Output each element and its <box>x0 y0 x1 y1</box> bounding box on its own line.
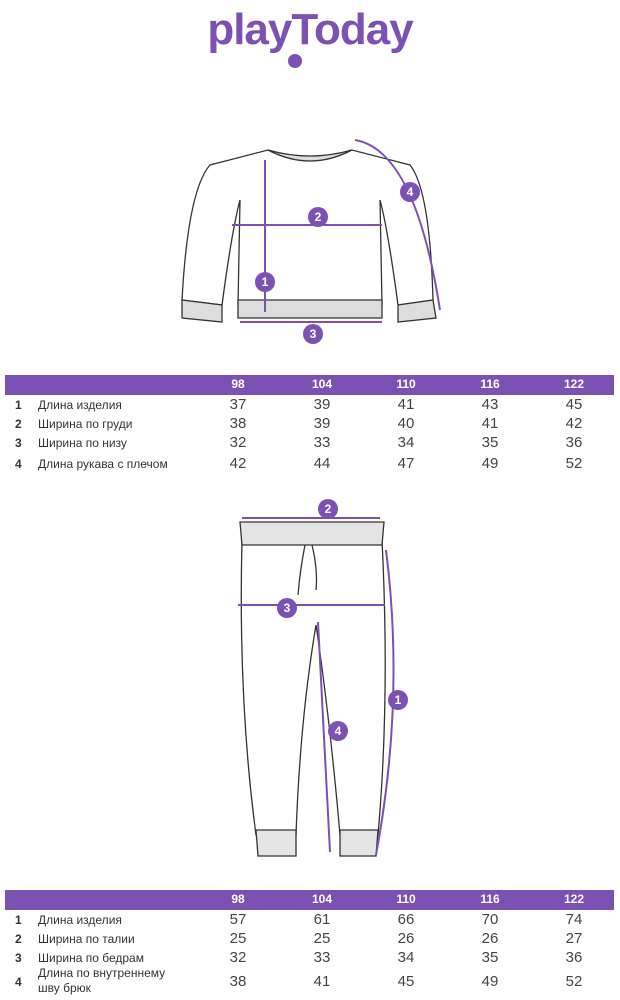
marker-3: 3 <box>310 327 317 341</box>
table-header: 98 104 110 116 122 <box>5 890 614 910</box>
sweatshirt-diagram: 1 2 3 4 <box>181 139 441 344</box>
row-label: Ширина по бедрам <box>38 951 144 965</box>
row-value: 41 <box>481 415 499 432</box>
row-value: 41 <box>397 396 415 413</box>
top-size-table: 98 104 110 116 122 1 Длина изделия 37 39 41 4… <box>5 375 614 476</box>
row-label: Длина изделия <box>38 398 122 412</box>
size-col: 116 <box>480 377 500 391</box>
logo-dot <box>288 54 302 68</box>
row-value: 39 <box>313 415 331 432</box>
logo-text: playToday <box>207 5 413 54</box>
row-value: 43 <box>481 396 499 413</box>
row-value: 38 <box>229 415 247 432</box>
pants-diagram: 1 2 3 4 <box>238 499 408 857</box>
row-value: 45 <box>397 973 415 990</box>
row-label: Длина по внутреннему шву брюк <box>38 966 166 995</box>
row-value: 36 <box>565 949 583 966</box>
row-value: 40 <box>397 415 415 432</box>
table-row: 4 Длина рукава с плечом 42 44 47 49 52 <box>5 454 614 476</box>
row-index: 3 <box>15 951 22 965</box>
row-value: 44 <box>313 455 331 472</box>
row-value: 35 <box>481 949 499 966</box>
row-label: Длина рукава с плечом <box>38 457 168 471</box>
row-value: 27 <box>565 930 583 947</box>
row-value: 36 <box>565 434 583 451</box>
row-value: 26 <box>397 930 415 947</box>
row-value: 47 <box>397 455 415 472</box>
marker-2: 2 <box>325 502 332 516</box>
row-index: 3 <box>15 436 22 450</box>
row-value: 66 <box>397 911 415 928</box>
marker-4: 4 <box>335 724 342 738</box>
size-col: 104 <box>311 377 333 391</box>
table-row: 2 Ширина по талии 25 25 26 26 27 <box>5 929 614 948</box>
row-value: 52 <box>565 973 583 990</box>
size-col: 110 <box>396 892 416 906</box>
row-value: 49 <box>481 455 499 472</box>
table-row: 1 Длина изделия 57 61 66 70 74 <box>5 910 614 929</box>
row-value: 42 <box>565 415 583 432</box>
size-col: 110 <box>396 377 416 391</box>
table-row: 3 Ширина по бедрам 32 33 34 35 36 <box>5 948 614 967</box>
row-value: 52 <box>565 455 583 472</box>
row-value: 34 <box>397 949 415 966</box>
row-index: 4 <box>15 457 22 471</box>
row-value: 42 <box>229 455 247 472</box>
row-value: 70 <box>481 911 499 928</box>
size-col: 104 <box>311 892 333 906</box>
row-value: 34 <box>397 434 415 451</box>
row-index: 1 <box>15 913 22 927</box>
row-index: 4 <box>15 975 22 989</box>
row-value: 74 <box>565 911 583 928</box>
row-index: 1 <box>15 398 22 412</box>
row-label: Ширина по талии <box>38 932 135 946</box>
marker-2: 2 <box>315 210 322 224</box>
marker-1: 1 <box>395 693 402 707</box>
row-value: 33 <box>313 434 331 451</box>
row-value: 32 <box>229 949 247 966</box>
row-label: Ширина по низу <box>38 436 127 450</box>
row-value: 41 <box>313 973 331 990</box>
row-index: 2 <box>15 932 22 946</box>
row-index: 2 <box>15 417 22 431</box>
size-col: 122 <box>563 377 585 391</box>
row-value: 45 <box>565 396 583 413</box>
row-value: 35 <box>481 434 499 451</box>
row-value: 25 <box>229 930 247 947</box>
marker-4: 4 <box>407 185 414 199</box>
row-value: 61 <box>313 911 331 928</box>
bottom-size-table: 98 104 110 116 122 1 Длина изделия 57 61 66 7… <box>5 890 614 999</box>
table-row: 1 Длина изделия 37 39 41 43 45 <box>5 395 614 414</box>
marker-3: 3 <box>284 601 291 615</box>
row-value: 25 <box>313 930 331 947</box>
brand-logo: playToday <box>192 4 428 70</box>
row-value: 33 <box>313 949 331 966</box>
size-col: 122 <box>563 892 585 906</box>
table-header: 98 104 110 116 122 <box>5 375 614 395</box>
row-value: 38 <box>229 973 247 990</box>
row-label: Длина изделия <box>38 913 122 927</box>
table-row: 3 Ширина по низу 32 33 34 35 36 <box>5 433 614 454</box>
row-label: Ширина по груди <box>38 417 133 431</box>
size-col: 116 <box>480 892 500 906</box>
table-row: 4 Длина по внутреннему шву брюк 38 41 45 49 52 <box>5 966 614 999</box>
row-value: 32 <box>229 434 247 451</box>
row-value: 26 <box>481 930 499 947</box>
row-value: 49 <box>481 973 499 990</box>
row-value: 39 <box>313 396 331 413</box>
size-col: 98 <box>231 892 245 906</box>
row-value: 57 <box>229 911 247 928</box>
table-row: 2 Ширина по груди 38 39 40 41 42 <box>5 414 614 433</box>
row-value: 37 <box>229 396 247 413</box>
marker-1: 1 <box>262 275 269 289</box>
size-col: 98 <box>231 377 245 391</box>
